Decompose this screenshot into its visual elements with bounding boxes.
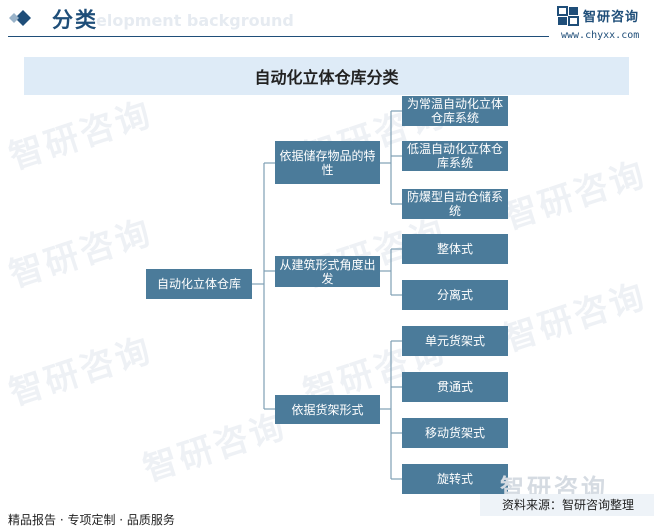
header-ghost-text: elopment background xyxy=(96,11,294,30)
diagram-title: 自动化立体仓库分类 xyxy=(24,57,629,95)
leaf-node: 移动货架式 xyxy=(402,418,508,448)
brand-name: 智研咨询 xyxy=(583,10,640,25)
brand-logo-icon xyxy=(557,6,579,26)
leaf-node: 分离式 xyxy=(402,280,508,310)
category-node-shelf-form: 依据货架形式 xyxy=(275,395,380,424)
category-node-storage-characteristics: 依据储存物品的特性 xyxy=(275,141,380,184)
leaf-node: 低温自动化立体仓库系统 xyxy=(402,141,508,171)
root-node: 自动化立体仓库 xyxy=(146,269,252,299)
leaf-node: 为常温自动化立体仓库系统 xyxy=(402,96,508,126)
source-note: 资料来源：智研咨询整理 xyxy=(502,498,635,512)
page-title: 分类 xyxy=(52,8,98,32)
footer-services: 精品报告 · 专项定制 · 品质服务 xyxy=(8,513,175,527)
brand-url: www.chyxx.com xyxy=(561,30,640,41)
leaf-node: 单元货架式 xyxy=(402,326,508,356)
leaf-node: 贯通式 xyxy=(402,372,508,402)
diamond-bullet-icon xyxy=(9,10,31,26)
leaf-node: 整体式 xyxy=(402,234,508,264)
header-divider xyxy=(8,36,549,37)
leaf-node: 防爆型自动仓储系统 xyxy=(402,189,508,219)
source-bar xyxy=(480,494,654,516)
leaf-node: 旋转式 xyxy=(402,464,508,494)
category-node-building-form: 从建筑形式角度出发 xyxy=(275,256,380,287)
